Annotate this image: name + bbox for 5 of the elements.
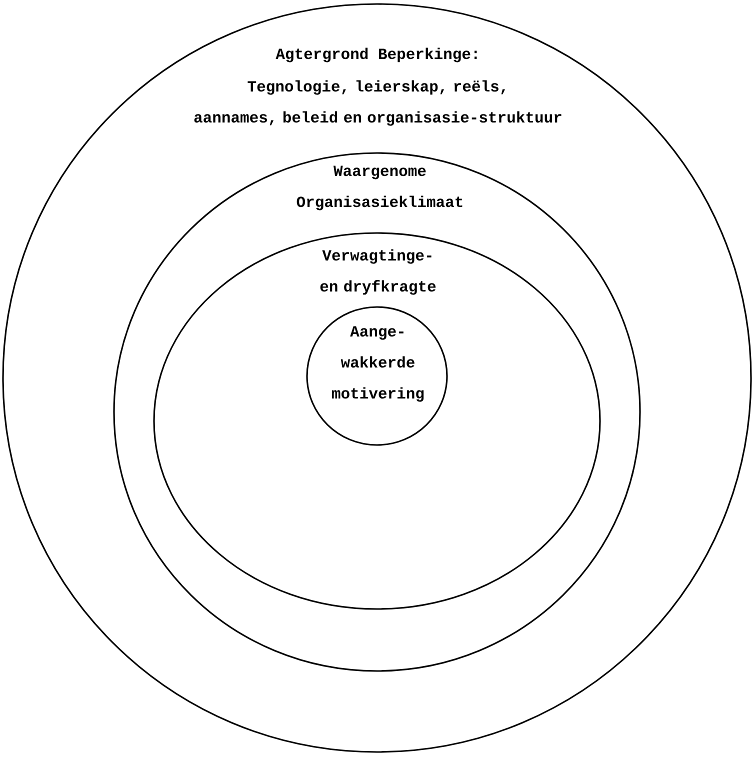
circle-label: Waargenome Organisasieklimaat [296,166,462,210]
circle-label: Tegnologie, leierskap, reëls, aannames, beleid en organisasie-struktuur [194,80,562,126]
heading: Agtergrond Beperkinge: [276,48,477,62]
circle-label: Verwagtinge- en dryfkragte [320,249,436,295]
circle-label: Aange- wakkerde motivering [332,326,424,402]
